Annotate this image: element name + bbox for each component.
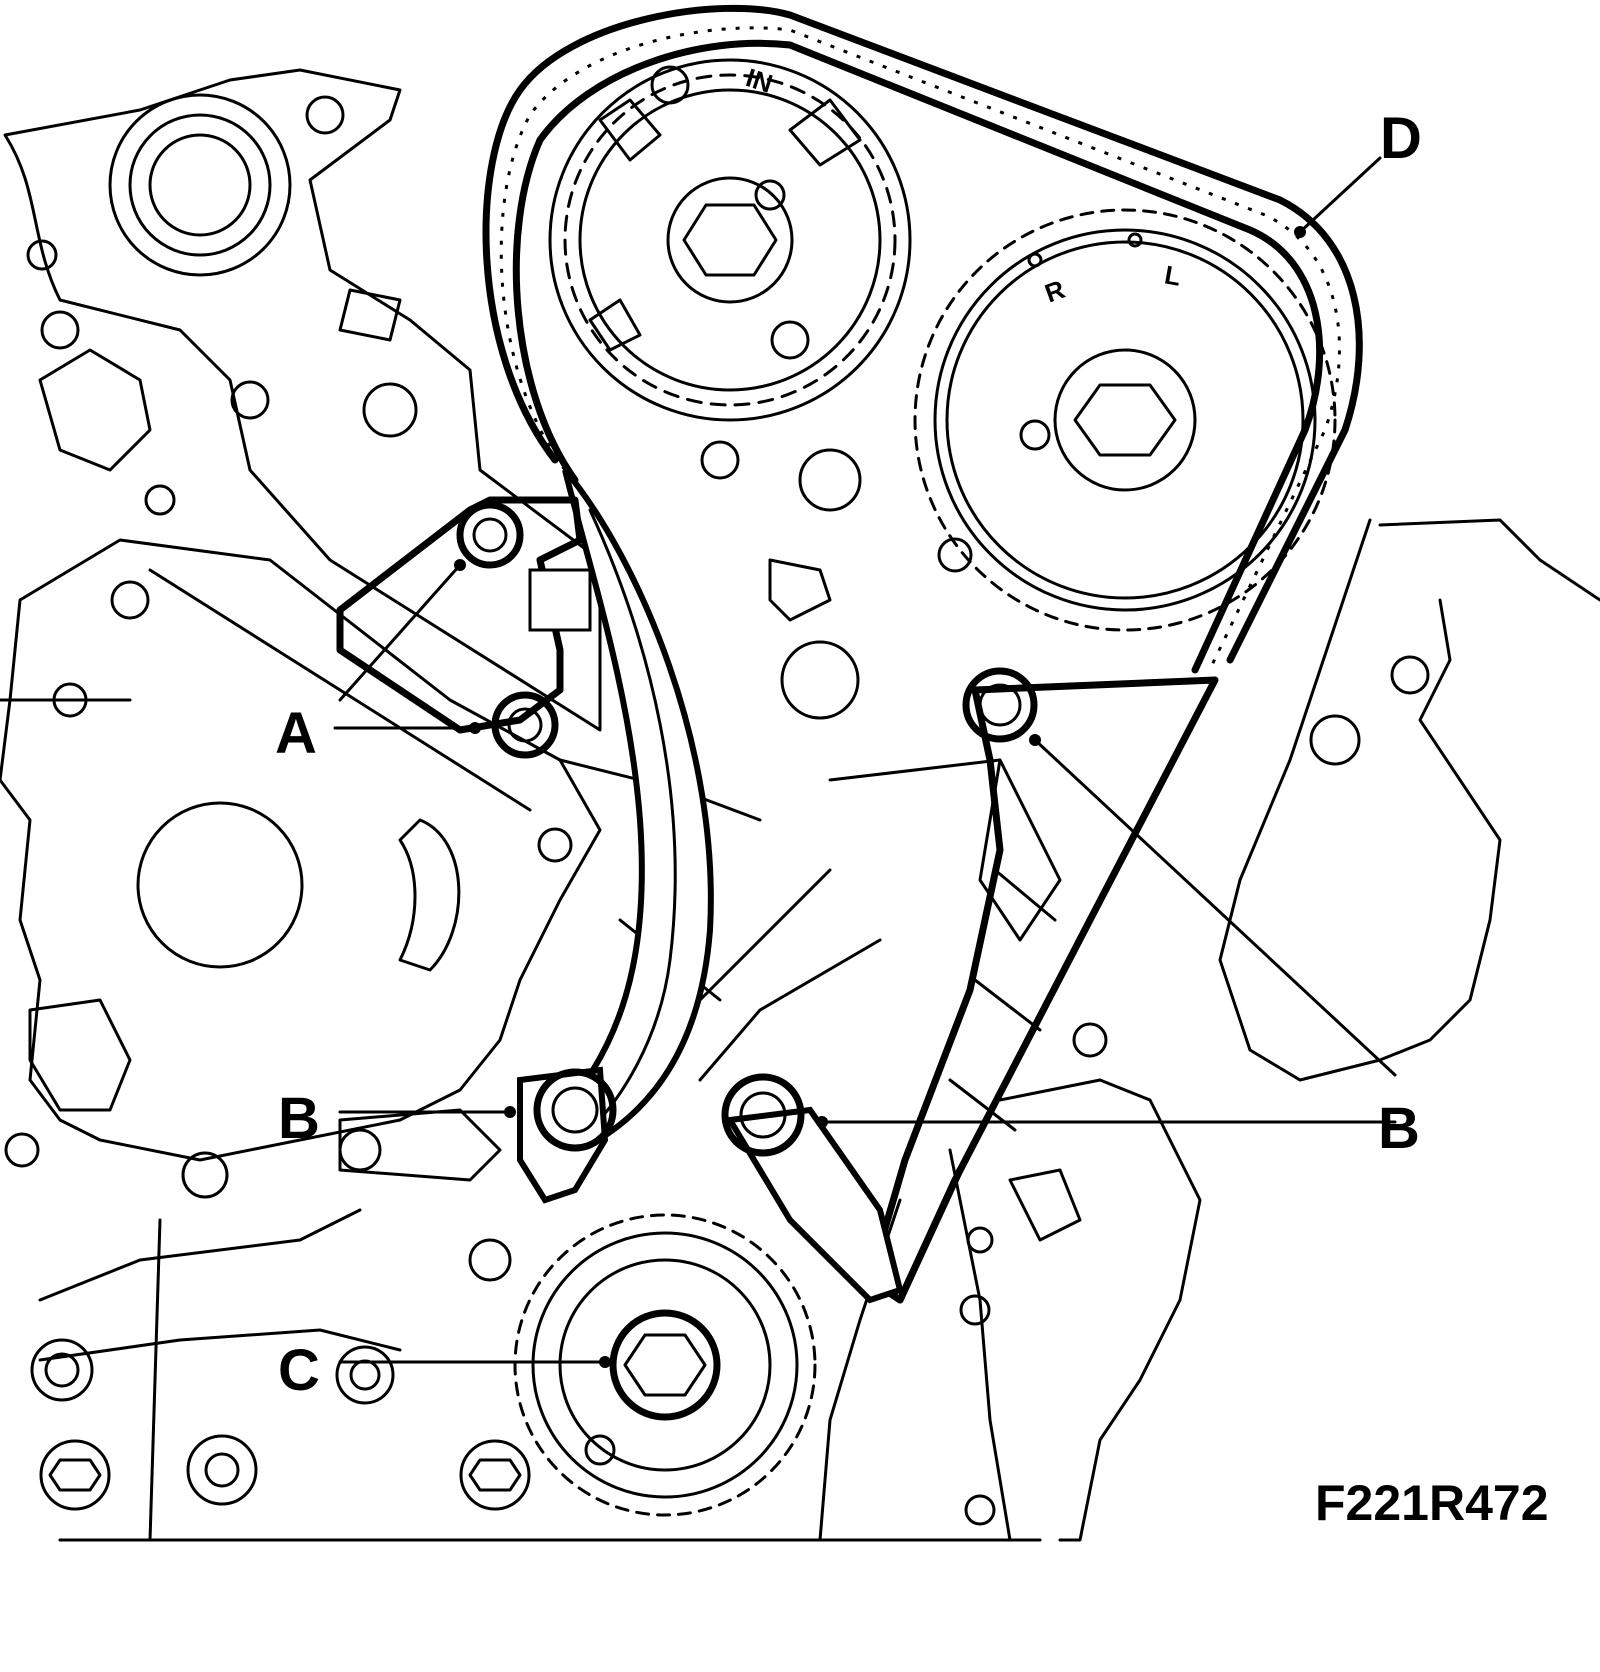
right-housing-details (700, 440, 1430, 1526)
cam-bearing-boss (26, 93, 418, 620)
callout-b-right: B (1378, 1096, 1420, 1161)
exhaust-cam-sprocket: R L (913, 208, 1337, 632)
tensioner (336, 496, 592, 759)
callout-b-left: B (278, 1086, 320, 1151)
bottom-bolts (30, 1338, 531, 1511)
intake-mark: IN (742, 62, 776, 99)
right-mark: R (1041, 274, 1069, 309)
callout-leaders (333, 156, 1397, 1368)
callout-d: D (1380, 106, 1422, 171)
engine-block-outline (0, 68, 1600, 1542)
figure-reference: F221R472 (1315, 1475, 1549, 1531)
fixed-guide-rail (725, 676, 1219, 1304)
oil-pump-body (4, 682, 573, 1282)
callout-c: C (278, 1338, 320, 1403)
guide-bolts (533, 667, 1038, 1157)
left-mark: L (1162, 259, 1183, 291)
timing-chain (482, 4, 1363, 674)
crankshaft-sprocket (513, 1213, 817, 1517)
intake-cam-sprocket: IN (548, 58, 912, 422)
callout-a: A (275, 701, 317, 766)
